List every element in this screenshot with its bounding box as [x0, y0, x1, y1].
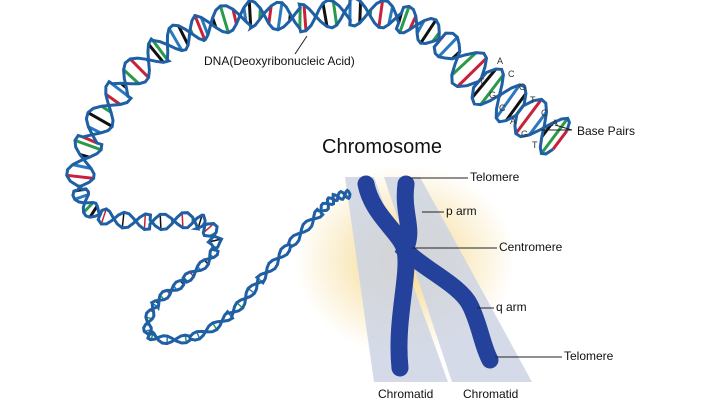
base-letter: T [530, 95, 536, 105]
base-pair-rung [87, 111, 113, 128]
base-pair-rung [377, 0, 385, 28]
chromatid-right [394, 175, 499, 369]
base-pair-rung [302, 4, 308, 31]
base-pair-rung [331, 1, 339, 26]
base-pair-rung [72, 163, 92, 170]
base-pair-rung [82, 201, 95, 214]
base-pair-rung [495, 83, 521, 119]
base-letter: G [489, 90, 496, 100]
base-pair-rung [82, 135, 98, 145]
label-telomere-top: Telomere [470, 170, 520, 184]
base-pair-rung [129, 57, 150, 79]
base-pair-rung [121, 212, 125, 228]
base-letter: C [499, 103, 506, 113]
base-letter: G [521, 129, 528, 139]
base-pair-rung [199, 16, 210, 36]
label-telomere-bottom: Telomere [564, 349, 614, 363]
leader-lines [294, 35, 573, 358]
base-pair-rung [100, 208, 107, 225]
base-pair-rung [479, 73, 505, 106]
base-pair-rung [398, 5, 411, 34]
base-pair-rung [540, 117, 569, 155]
base-pair-rung [419, 19, 438, 45]
base-pair-rung [122, 68, 140, 85]
base-pair-rung [267, 5, 273, 24]
base-pair-rung [151, 39, 169, 61]
base-pair-rung [358, 1, 363, 23]
base-letter: A [497, 56, 503, 66]
base-pair-rung [181, 212, 184, 228]
base-letter: A [552, 118, 558, 128]
base-pair-rung [177, 24, 190, 46]
base-pair-rung [321, 2, 329, 27]
label-chromatid-left: Chromatid [378, 387, 434, 401]
base-pair-rung [528, 111, 548, 136]
base-pair-rung [456, 57, 488, 88]
base-pair-rung [437, 36, 459, 58]
base-pair-rung [514, 98, 543, 135]
base-pair-rung [159, 214, 162, 230]
base-pair-rung [247, 0, 253, 29]
base-pair-rung [551, 129, 569, 151]
base-pair-rung [218, 5, 230, 34]
base-letter: C [508, 69, 515, 79]
base-letter: C [541, 108, 548, 118]
base-pair-rung [193, 14, 207, 42]
base-pair-rung [450, 51, 478, 77]
dna-helix [65, 0, 571, 346]
base-pair-rung [147, 43, 165, 64]
base-pair-rung [504, 92, 528, 122]
base-letter: G [519, 82, 526, 92]
label-p-arm: p arm [446, 204, 477, 218]
base-pair-rung [66, 173, 94, 180]
base-pair-rung [470, 68, 498, 99]
base-pair-rung [74, 193, 89, 201]
base-pair-rung [387, 6, 395, 25]
base-letter: A [510, 116, 516, 126]
base-pair-rung [88, 205, 99, 218]
diagram-title: Chromosome [322, 136, 443, 158]
label-base-pairs: Base Pairs [577, 124, 636, 138]
base-letter: T [532, 140, 538, 150]
label-q-arm: q arm [496, 300, 527, 314]
base-pair-rung [276, 2, 284, 30]
label-dna: DNA(Deoxyribonucleic Acid) [204, 54, 355, 68]
base-letter: T [479, 77, 485, 87]
base-pair-rung [104, 93, 122, 106]
dna-strand-a [65, 0, 571, 346]
base-pair-rung [143, 213, 147, 230]
base-pair-rung [74, 138, 102, 152]
label-chromatid-right: Chromatid [463, 387, 519, 401]
dna-strand-b [71, 0, 554, 345]
label-centromere: Centromere [499, 240, 563, 254]
base-pair-rung [167, 27, 184, 52]
